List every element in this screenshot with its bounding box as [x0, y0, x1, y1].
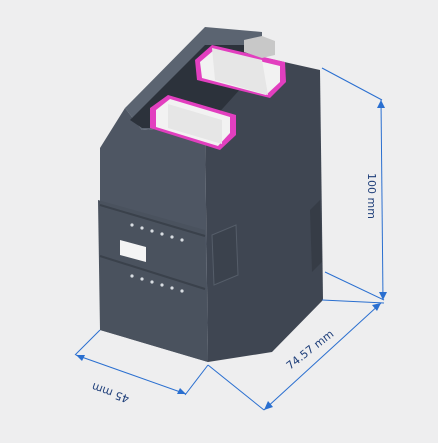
depth-extension-front — [207, 364, 265, 411]
dimension-lines — [74, 67, 385, 411]
side-panel — [211, 224, 239, 286]
width-dimension-line — [75, 354, 187, 395]
status-led-row-upper — [130, 223, 184, 242]
status-led-row-lower — [130, 274, 184, 293]
front-terminal-connector — [150, 95, 236, 150]
width-dimension-label: 45 mm — [90, 380, 131, 406]
depth-dimension-label: 74.57 mm — [284, 327, 336, 372]
height-extension-top — [321, 67, 383, 101]
height-dimension-line — [380, 99, 384, 301]
rear-terminal-connector — [195, 45, 286, 98]
top-latch — [244, 36, 275, 58]
module-label-plate — [120, 240, 146, 262]
width-extension-left — [74, 329, 101, 356]
dimension-arrowheads — [76, 100, 387, 410]
height-extension-bottom — [324, 271, 385, 301]
din-rail-slot — [310, 200, 322, 272]
width-extension-right — [184, 364, 209, 396]
plc-module — [98, 27, 323, 362]
depth-dimension-line — [263, 302, 382, 411]
depth-extension-right — [321, 299, 385, 304]
height-dimension-label: 100 mm — [365, 173, 378, 219]
